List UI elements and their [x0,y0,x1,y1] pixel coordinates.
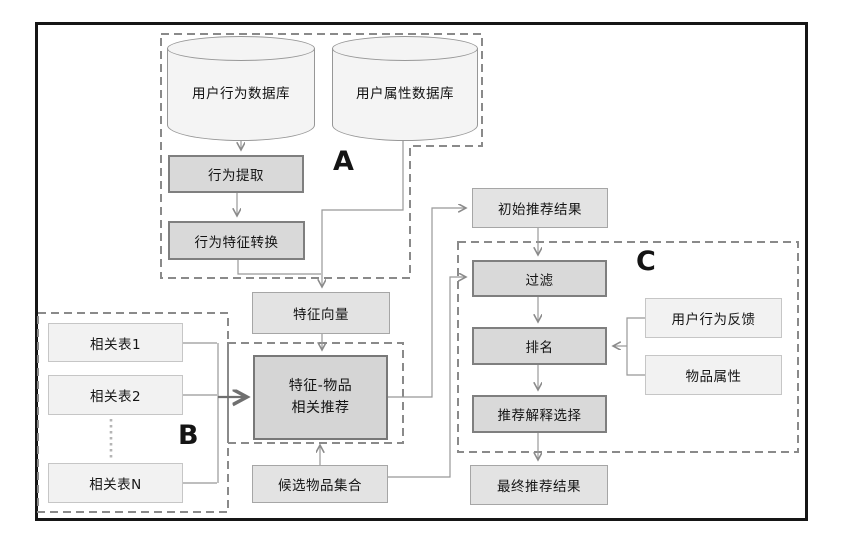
edge-feedback-bracket [626,317,645,376]
node-feature-vector: 特征向量 [252,292,390,334]
cylinder-body [332,48,478,141]
node-label-line1: 特征-物品 [288,377,353,394]
node-candidate-item-set: 候选物品集合 [252,465,388,503]
node-feature-item-recommend: 特征-物品 相关推荐 [253,355,388,440]
node-label: 用户行为数据库 [192,86,290,102]
database-cylinder-icon [332,36,478,61]
node-filter: 过滤 [472,260,607,297]
node-related-table-2: 相关表2 [48,375,183,415]
group-core-outline [227,342,404,444]
node-label-line2: 相关推荐 [291,399,350,416]
node-user-behavior-feedback: 用户行为反馈 [645,298,782,338]
node-related-table-n: 相关表N [48,463,183,503]
database-node-user-behavior: 用户行为数据库 [167,36,315,141]
node-rec-explanation-select: 推荐解释选择 [472,395,607,433]
node-behavior-feature-convert: 行为特征转换 [168,221,305,260]
group-label-a: A [333,146,354,177]
node-related-table-1: 相关表1 [48,323,183,362]
database-cylinder-icon [167,36,315,61]
node-behavior-extract: 行为提取 [168,155,304,193]
group-a-outline [160,33,483,279]
group-label-c: C [636,246,656,277]
edge-core-to-initial [388,208,466,398]
database-node-user-attributes: 用户属性数据库 [332,36,478,141]
node-item-attributes: 物品属性 [645,355,782,395]
edge-candidate-to-filter [388,277,466,478]
edge-convert-to-featurevector [237,260,321,275]
node-initial-rec-result: 初始推荐结果 [472,188,608,228]
group-label-b: B [178,420,199,451]
group-c-outline [457,241,799,453]
cylinder-body [167,48,315,141]
node-final-rec-result: 最终推荐结果 [470,465,608,505]
node-ranking: 排名 [472,327,607,365]
node-label: 用户属性数据库 [356,86,454,102]
edge-attrdb-to-featurevector [322,140,404,287]
